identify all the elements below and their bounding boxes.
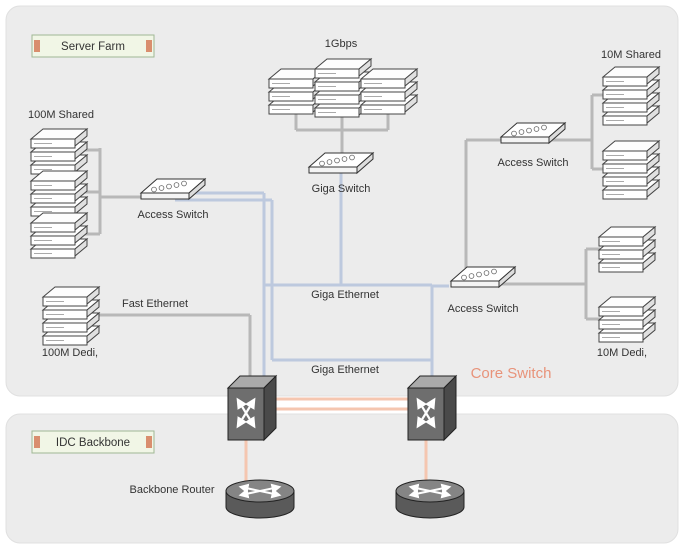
server-farm-title: Server Farm	[61, 41, 125, 53]
server-stack-10m-shared-1	[603, 67, 659, 125]
label-100m-shared: 100M Shared	[28, 109, 94, 121]
server-stack-100m-dedi	[43, 287, 99, 345]
core-switch-1-icon	[228, 376, 276, 440]
backbone-router-2-icon	[396, 480, 464, 518]
server-stack-10m-shared-2	[603, 141, 659, 199]
label-giga-ethernet-lower: Giga Ethernet	[311, 364, 379, 376]
link-1gbps-to-giga-switch	[294, 112, 390, 156]
link-access-switch-to-10m-dedi	[499, 247, 600, 321]
label-access-switch-left: Access Switch	[138, 209, 209, 221]
idc-backbone-label-box: IDC Backbone	[31, 430, 155, 454]
label-access-switch-right-top: Access Switch	[498, 157, 569, 169]
link-giga-access-left-to-core2	[175, 198, 432, 362]
core-switch-2-icon	[408, 376, 456, 440]
link-fast-ethernet	[97, 313, 252, 380]
label-giga-ethernet-upper: Giga Ethernet	[311, 289, 379, 301]
server-stack-100m-shared-1	[31, 129, 87, 174]
server-stack-10m-dedi-2	[599, 297, 655, 342]
label-box-accent-right	[146, 436, 152, 448]
link-core1-core2	[272, 397, 410, 411]
label-box-accent-left	[34, 436, 40, 448]
idc-backbone-title: IDC Backbone	[56, 437, 130, 449]
server-stack-100m-shared-2	[31, 171, 87, 216]
label-box-accent-right	[146, 40, 152, 52]
link-access-switch-top-to-bottom	[464, 138, 502, 268]
label-10m-dedi: 10M Dedi,	[597, 347, 647, 359]
idc-backbone-panel	[5, 413, 679, 544]
server-stack-1gbps-3	[361, 69, 417, 114]
label-backbone-router: Backbone Router	[130, 484, 215, 496]
server-farm-label-box: Server Farm	[31, 34, 155, 58]
label-fast-ethernet: Fast Ethernet	[122, 298, 188, 310]
backbone-router-1-icon	[226, 480, 294, 518]
server-stack-100m-shared-3	[31, 213, 87, 258]
link-giga-switch-to-cores	[264, 165, 434, 384]
server-stack-10m-dedi-1	[599, 227, 655, 272]
label-giga-switch: Giga Switch	[312, 183, 371, 195]
label-1gbps: 1Gbps	[325, 38, 358, 50]
label-100m-dedi: 100M Dedi,	[42, 347, 98, 359]
link-100m-shared-to-access-switch	[85, 148, 150, 236]
label-box-accent-left	[34, 40, 40, 52]
label-core-switch: Core Switch	[471, 365, 552, 382]
label-10m-shared: 10M Shared	[601, 49, 661, 61]
label-access-switch-right-bottom: Access Switch	[448, 303, 519, 315]
link-access-switch-to-10m-shared	[549, 93, 606, 171]
